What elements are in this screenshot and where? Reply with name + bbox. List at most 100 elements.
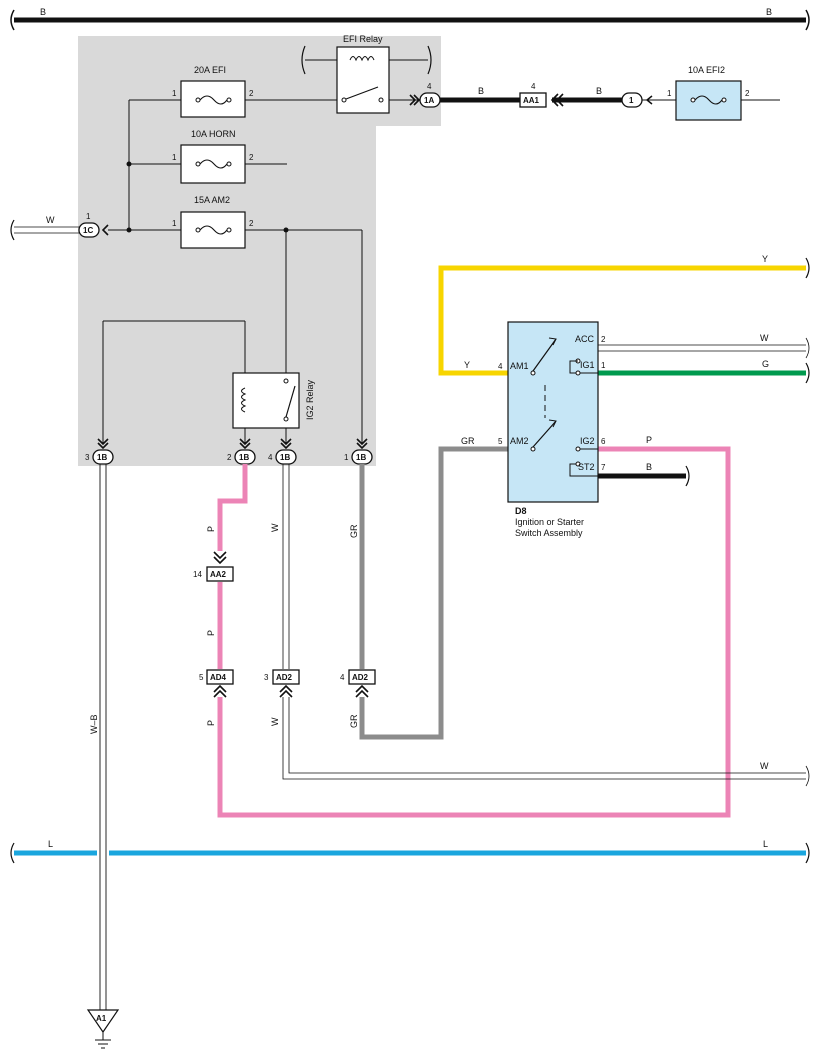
connector-ad2-4-code: AD2 xyxy=(352,673,369,682)
w-input-wire xyxy=(10,219,80,241)
ig2-relay-label: IG2 Relay xyxy=(305,379,315,420)
connector-1-efi2 xyxy=(621,92,653,108)
connector-ad2-3 xyxy=(272,669,300,698)
connector-aa1-code: AA1 xyxy=(523,96,540,105)
terminal-ig1-label: IG1 xyxy=(580,360,595,370)
l-wire xyxy=(10,842,810,864)
wire-label-w-bottom: W xyxy=(760,761,769,771)
acc-w-wire xyxy=(598,337,810,359)
connector-1a xyxy=(419,92,441,108)
connector-1b-3-pin: 3 xyxy=(85,453,90,462)
top-b-wire xyxy=(10,9,810,31)
gr-wire-loop xyxy=(359,446,508,740)
fuse-10a-horn xyxy=(180,144,246,184)
fuse-10a-efi2-name: 10A EFI2 xyxy=(688,65,725,75)
connector-ad4-code: AD4 xyxy=(210,673,227,682)
efi-relay-label: EFI Relay xyxy=(343,34,383,44)
wire-label-top-b-right: B xyxy=(766,7,772,17)
connector-ad2-4-pin: 4 xyxy=(340,673,345,682)
connector-aa1 xyxy=(519,92,564,108)
ignition-switch-assembly xyxy=(507,321,599,503)
terminal-acc-pin: 2 xyxy=(601,335,606,344)
switch-assembly-name-line1: Ignition or Starter xyxy=(515,517,584,527)
wire-label-p-v3: P xyxy=(206,720,216,726)
connector-ad4-pin: 5 xyxy=(199,673,204,682)
fuse-20a-efi-pin-2: 2 xyxy=(249,89,254,98)
fuse-20a-efi xyxy=(180,80,246,118)
wire-label-y-am1: Y xyxy=(464,360,470,370)
junction-dot xyxy=(126,161,132,167)
wire-label-w-in: W xyxy=(46,215,55,225)
wire-label-g-ig1: G xyxy=(762,359,769,369)
wire-label-y-right: Y xyxy=(762,254,768,264)
fuse-10a-efi2 xyxy=(675,80,742,121)
wire-label-p-v2: P xyxy=(206,630,216,636)
terminal-acc-label: ACC xyxy=(575,334,595,344)
connector-ad4 xyxy=(206,669,234,698)
wire-label-gr-v1: GR xyxy=(349,524,359,538)
connector-1-efi2-code: 1 xyxy=(629,96,634,105)
wire-label-efi-b1: B xyxy=(478,86,484,96)
fuse-10a-horn-pin-1: 1 xyxy=(172,153,177,162)
connector-1b-4-pin: 4 xyxy=(268,453,273,462)
switch-assembly-code: D8 xyxy=(515,506,527,516)
wire-label-gr-v2: GR xyxy=(349,714,359,728)
connector-ad2-3-pin: 3 xyxy=(264,673,269,682)
connector-1c xyxy=(78,222,109,238)
connector-aa2 xyxy=(206,551,234,582)
terminal-ig2-pin: 6 xyxy=(601,437,606,446)
wire-label-top-b-left: B xyxy=(40,7,46,17)
connector-1c-code: 1C xyxy=(83,226,93,235)
connector-1b-4-code: 1B xyxy=(280,453,290,462)
p-wire-left xyxy=(217,464,248,551)
connector-1b-2-code: 1B xyxy=(239,453,249,462)
connector-1a-code: 1A xyxy=(424,96,434,105)
w-wire-1b4 xyxy=(282,464,810,787)
wire-label-w-v2: W xyxy=(270,717,280,726)
junction-block-background xyxy=(78,36,441,466)
connector-aa2-pin: 14 xyxy=(193,570,202,579)
ig2-relay xyxy=(232,372,300,429)
fuse-20a-efi-name: 20A EFI xyxy=(194,65,226,75)
connector-1b-1-code: 1B xyxy=(356,453,366,462)
wire-label-gr-am2: GR xyxy=(461,436,475,446)
connector-ad2-3-code: AD2 xyxy=(276,673,293,682)
wire-label-b-st2: B xyxy=(646,462,652,472)
junction-dot xyxy=(126,227,132,233)
wb-ground-wire xyxy=(99,464,107,1010)
fuse-15a-am2-pin-2: 2 xyxy=(249,219,254,228)
fuse-10a-efi2-pin-1: 1 xyxy=(667,89,672,98)
connector-aa1-pin: 4 xyxy=(531,82,536,91)
junction-internal-wiring xyxy=(102,99,420,444)
connector-1b-3-code: 1B xyxy=(97,453,107,462)
connector-1b-1-pin: 1 xyxy=(344,453,349,462)
p-wire-loop xyxy=(217,446,731,818)
connector-1b-2-pin: 2 xyxy=(227,453,232,462)
terminal-ig1-pin: 1 xyxy=(601,361,606,370)
fuse-20a-efi-pin-1: 1 xyxy=(172,89,177,98)
terminal-am2-label: AM2 xyxy=(510,436,529,446)
junction-dot xyxy=(283,227,289,233)
fuse-10a-horn-pin-2: 2 xyxy=(249,153,254,162)
wire-label-l-left: L xyxy=(48,839,53,849)
fuse-15a-am2 xyxy=(180,211,246,249)
wire-label-w-v1: W xyxy=(270,523,280,532)
fuse-15a-am2-pin-1: 1 xyxy=(172,219,177,228)
connector-ad2-4 xyxy=(348,669,376,698)
connector-1a-pin: 4 xyxy=(427,82,432,91)
fuse-10a-horn-name: 10A HORN xyxy=(191,129,236,139)
y-wire xyxy=(438,265,806,376)
connector-1b-3 xyxy=(92,438,114,465)
switch-assembly-name-line2: Switch Assembly xyxy=(515,528,583,538)
wire-label-wb: W–B xyxy=(89,714,99,734)
connector-arrow xyxy=(409,94,421,106)
terminal-st2-pin: 7 xyxy=(601,463,606,472)
wire-label-p-v1: P xyxy=(206,526,216,532)
connector-aa2-code: AA2 xyxy=(210,570,227,579)
efi-relay xyxy=(301,45,432,114)
terminal-am2-pin: 5 xyxy=(498,437,503,446)
ground-code: A1 xyxy=(96,1014,107,1023)
terminal-st2-label: ST2 xyxy=(578,462,595,472)
